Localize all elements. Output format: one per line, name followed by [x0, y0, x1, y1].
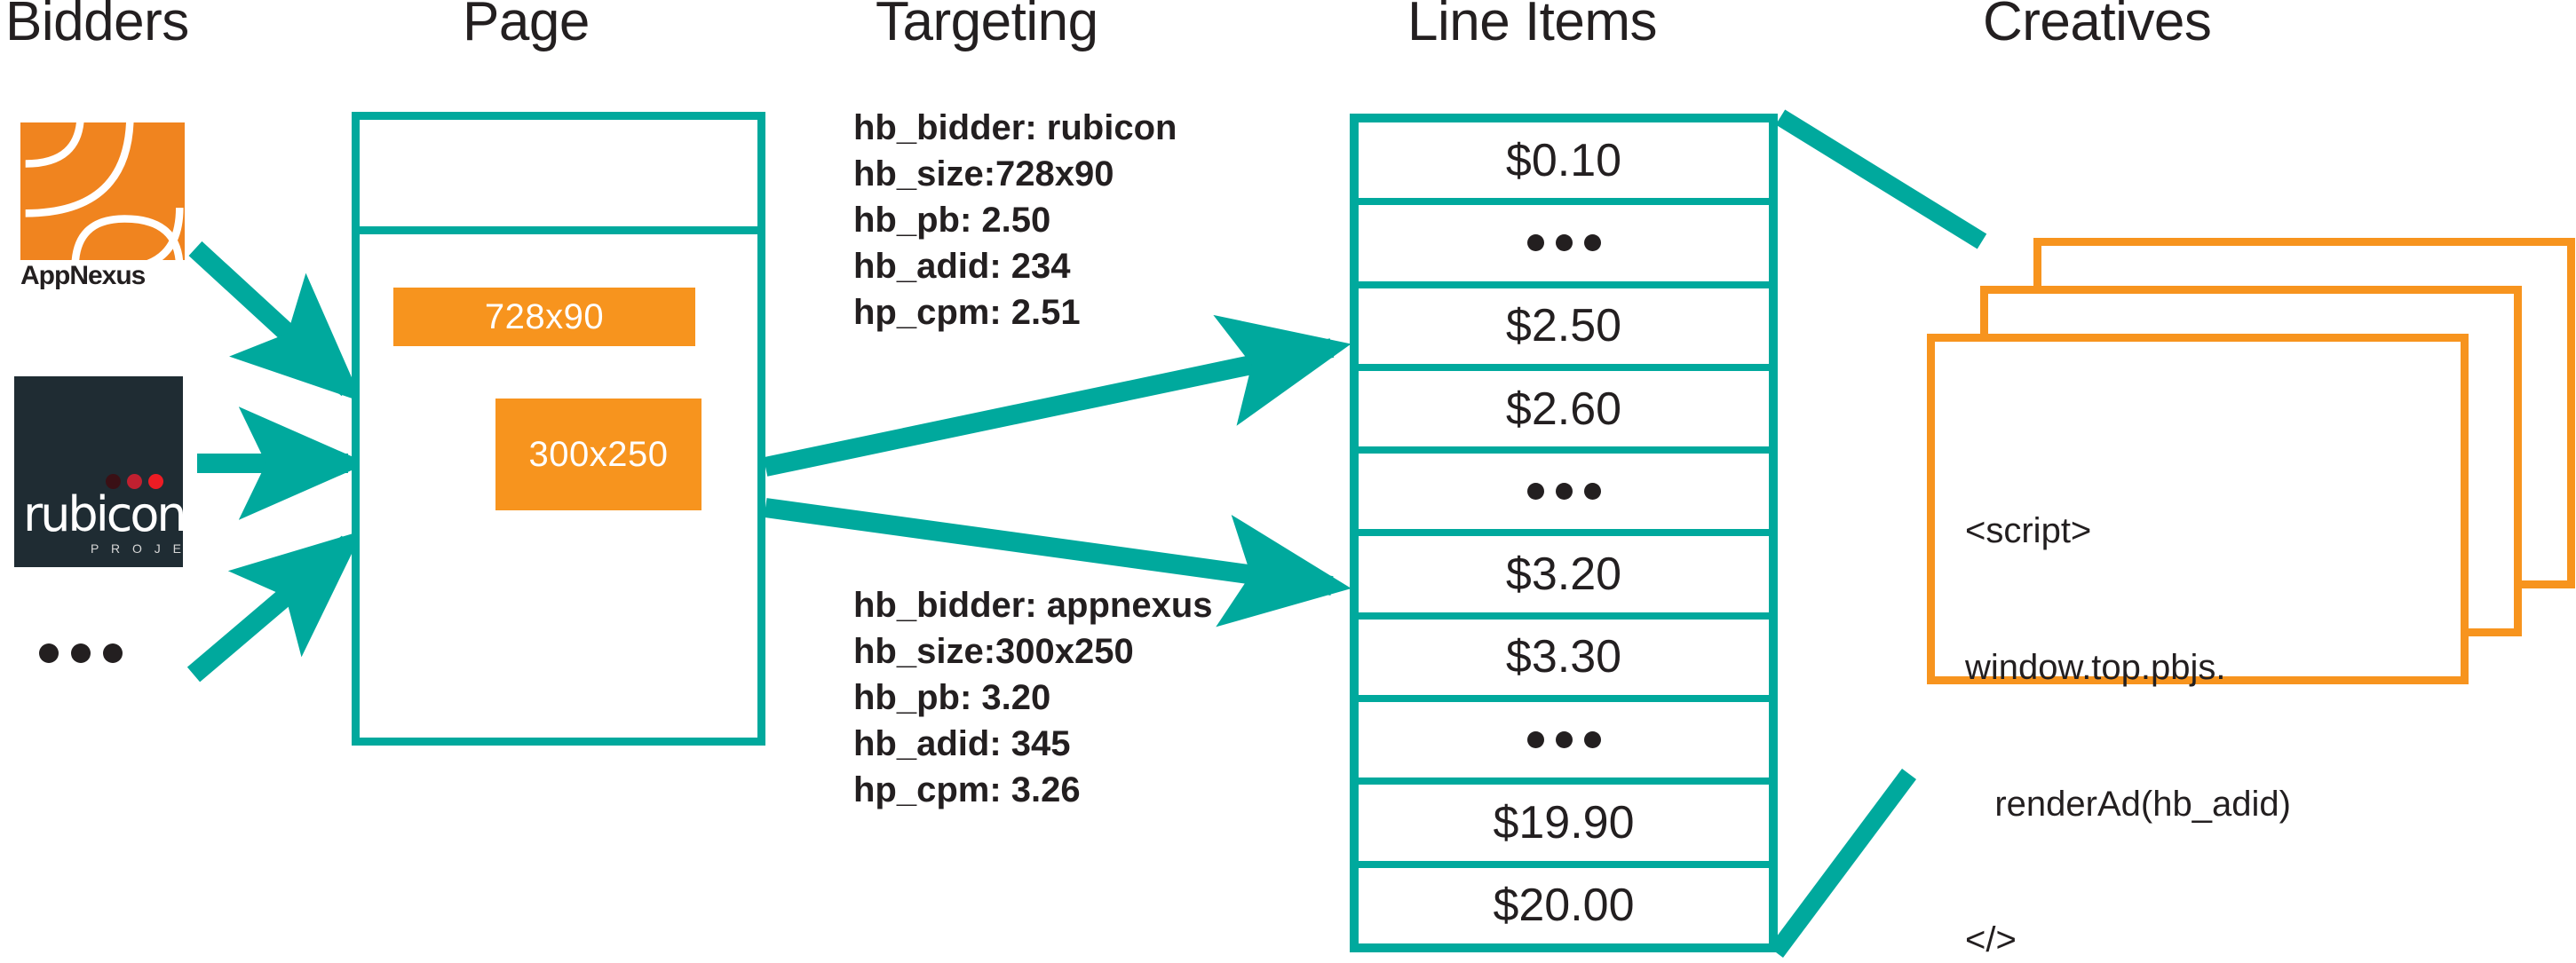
targeting-line-hb-adid: hb_adid: 345	[853, 724, 1071, 763]
connector-lineitems-to-creatives-bottom	[1768, 769, 1917, 958]
column-header-creatives: Creatives	[1983, 0, 2212, 52]
page-body-area: 728x90 300x250	[360, 234, 757, 852]
rubicon-project-logo: rubicon P R O J E C T	[14, 376, 183, 567]
ellipsis-icon	[1526, 234, 1601, 252]
targeting-block-appnexus: hb_bidder: appnexus hb_size:300x250 hb_p…	[853, 582, 1213, 813]
page-mockup: 728x90 300x250	[352, 112, 765, 746]
targeting-line-hb-bidder: hb_bidder: rubicon	[853, 108, 1177, 147]
column-header-page: Page	[463, 0, 590, 52]
column-header-line-items: Line Items	[1407, 0, 1658, 52]
arrow-more-bidders-to-page	[186, 530, 363, 683]
arrow-slot-728x90-to-lineitem-250	[763, 314, 1351, 477]
line-item-row[interactable]: $3.20	[1359, 536, 1769, 620]
code-line-window-pbjs: window.top.pbjs.	[1965, 647, 2226, 687]
ad-slot-728x90[interactable]: 728x90	[393, 288, 695, 346]
code-line-script-close: </>	[1965, 920, 2017, 960]
creative-code-snippet: <script> window.top.pbjs. renderAd(hb_ad…	[1935, 342, 2461, 963]
targeting-line-hb-adid: hb_adid: 234	[853, 247, 1071, 286]
ellipsis-icon	[1526, 731, 1601, 749]
line-item-row-ellipsis[interactable]	[1359, 454, 1769, 537]
targeting-block-rubicon: hb_bidder: rubicon hb_size:728x90 hb_pb:…	[853, 105, 1177, 335]
line-items-table: $0.10 $2.50$2.60 $3.20$3.30 $19.90 $20.00	[1350, 114, 1778, 952]
targeting-line-hb-bidder: hb_bidder: appnexus	[853, 586, 1213, 625]
rubicon-wordmark: rubicon	[23, 486, 183, 542]
bidders-more-indicator	[39, 643, 123, 663]
rubicon-dots-icon	[106, 474, 163, 489]
code-line-script-open: <script>	[1965, 511, 2092, 551]
appnexus-label: AppNexus	[20, 261, 146, 290]
appnexus-logo	[20, 122, 185, 260]
targeting-line-hp-cpm: hp_cpm: 2.51	[853, 293, 1081, 332]
column-header-targeting: Targeting	[876, 0, 1098, 52]
targeting-line-hb-size: hb_size:728x90	[853, 154, 1114, 193]
page-header-area	[360, 120, 757, 226]
line-item-row[interactable]: $19.90	[1359, 785, 1769, 868]
bidder-appnexus[interactable]: AppNexus	[20, 122, 185, 289]
creative-card-front[interactable]: <script> window.top.pbjs. renderAd(hb_ad…	[1927, 334, 2469, 959]
arrow-appnexus-to-page	[188, 241, 363, 402]
code-line-render-ad: renderAd(hb_adid)	[1965, 784, 2291, 824]
line-item-row-ellipsis[interactable]	[1359, 205, 1769, 288]
line-item-row[interactable]: $2.50	[1359, 288, 1769, 371]
line-item-row[interactable]: $2.60	[1359, 371, 1769, 454]
line-item-row-ellipsis[interactable]	[1359, 702, 1769, 785]
line-item-row[interactable]: $0.10	[1359, 122, 1769, 206]
ellipsis-icon	[1526, 483, 1601, 501]
arrow-slot-300x250-to-lineitem-320	[764, 498, 1351, 628]
targeting-line-hb-pb: hb_pb: 2.50	[853, 201, 1051, 240]
connector-lineitems-to-creatives-top	[1775, 109, 1987, 249]
targeting-line-hb-size: hb_size:300x250	[853, 632, 1134, 671]
column-header-bidders: Bidders	[5, 0, 189, 52]
ad-slot-300x250[interactable]: 300x250	[495, 399, 701, 510]
page-divider	[360, 226, 757, 234]
ellipsis-icon	[39, 643, 123, 663]
line-item-row[interactable]: $20.00	[1493, 880, 1635, 932]
targeting-line-hp-cpm: hp_cpm: 3.26	[853, 770, 1081, 809]
targeting-line-hb-pb: hb_pb: 3.20	[853, 678, 1051, 717]
rubicon-project-subtext: P R O J E C T	[91, 541, 183, 556]
bidder-rubicon[interactable]: rubicon P R O J E C T	[14, 376, 183, 567]
line-item-row[interactable]: $3.30	[1359, 620, 1769, 703]
